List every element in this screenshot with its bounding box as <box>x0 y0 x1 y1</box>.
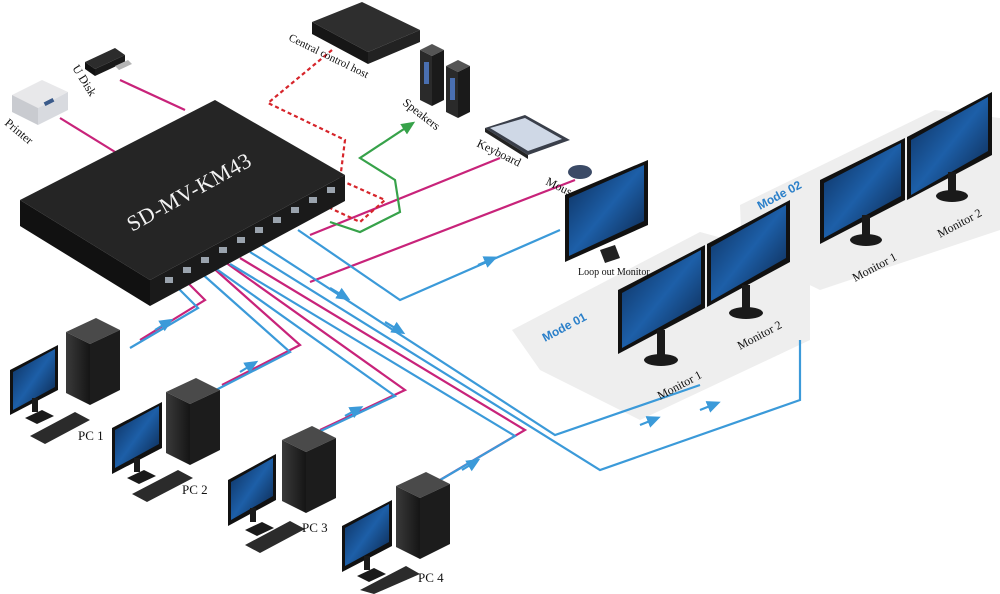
cable-printer <box>59 117 121 156</box>
cable-loop-monitor <box>297 228 561 302</box>
cable-to-mode-monitor-2 <box>249 251 802 472</box>
pc-2-label: PC 2 <box>182 482 208 497</box>
mode-01-monitor-2-icon <box>707 200 790 319</box>
cable-pc4-video <box>229 263 518 487</box>
loop-monitor-label: Loop out Monitor <box>578 267 650 278</box>
pc-4-label: PC 4 <box>418 570 444 585</box>
pc-1-label: PC 1 <box>78 428 104 443</box>
speakers-icon <box>420 44 470 118</box>
cable-to-mode-monitor-1 <box>261 244 701 437</box>
mouse-icon <box>568 165 592 179</box>
pc-2-icon <box>112 378 220 502</box>
cable-mouse <box>309 178 576 284</box>
keyboard-icon <box>485 115 570 159</box>
pc-1-icon <box>10 318 120 444</box>
cable-udisk <box>119 79 186 111</box>
cable-pc3-video <box>214 267 398 437</box>
pc-3-icon <box>228 426 336 553</box>
mode-02-monitor-2-icon <box>907 92 992 202</box>
loop-monitor-icon <box>565 160 648 263</box>
central-host-icon <box>312 2 420 64</box>
pc-3-label: PC 3 <box>302 520 328 535</box>
kvm-device: SD-MV-KM43 <box>20 100 345 306</box>
printer-icon <box>12 80 68 125</box>
cable-pc2-video <box>199 271 292 393</box>
mode-01-monitor-1-icon <box>618 245 705 366</box>
pc-4-icon <box>342 472 450 594</box>
udisk-icon <box>85 48 132 76</box>
cable-keyboard <box>309 156 501 237</box>
mode-02-monitor-1-icon <box>820 138 905 246</box>
cables <box>59 49 802 487</box>
cable-speakers <box>329 121 416 234</box>
